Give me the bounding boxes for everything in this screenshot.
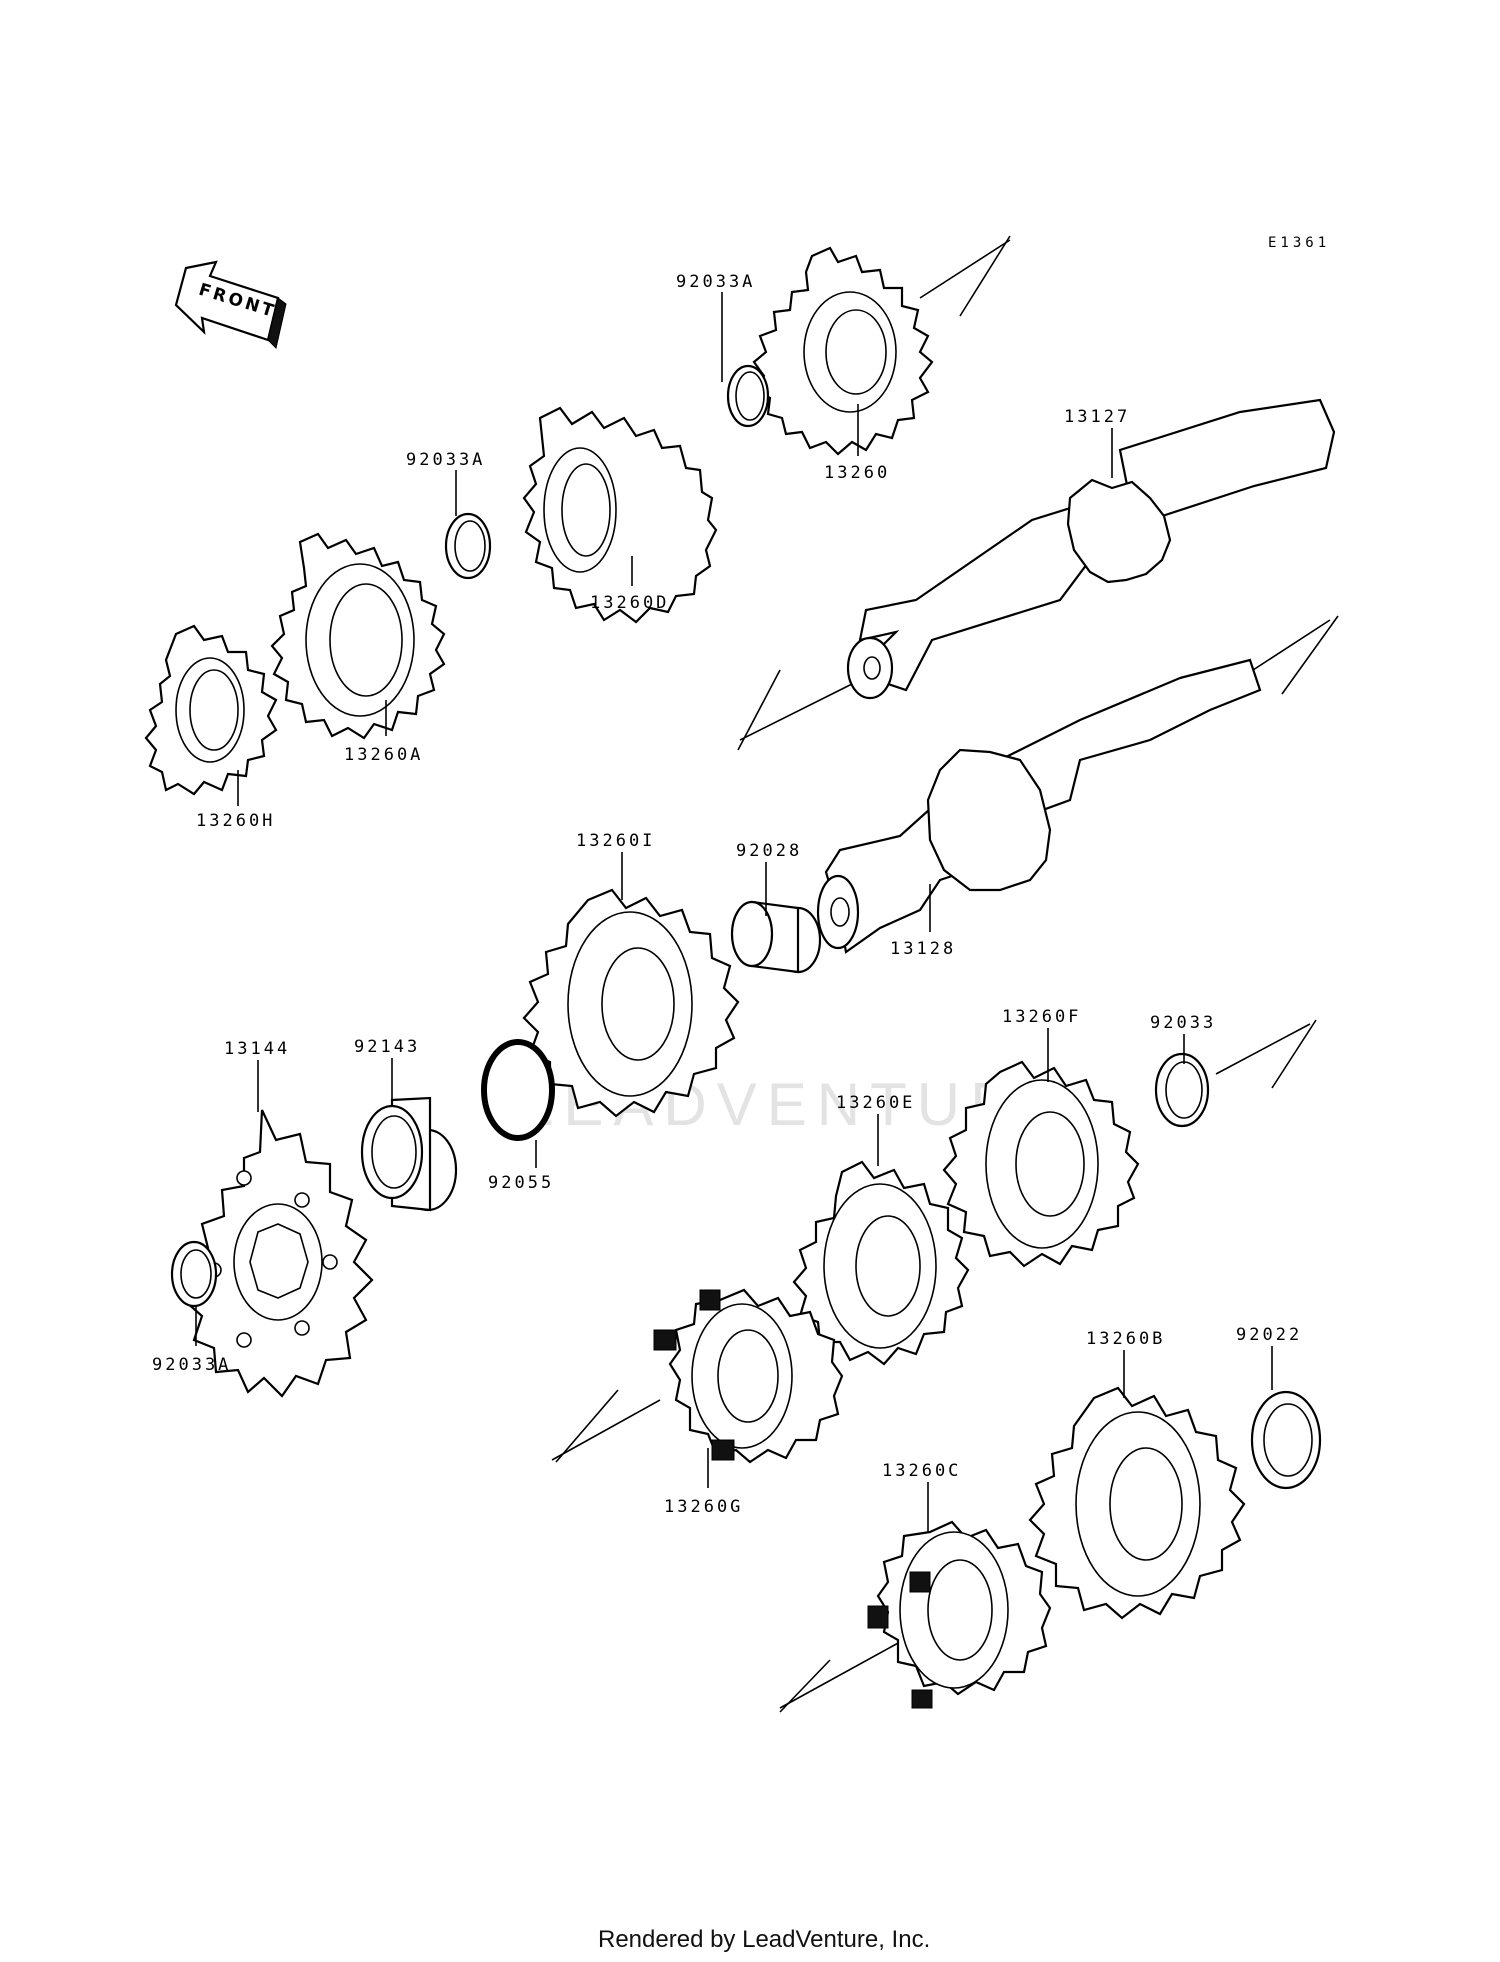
collar-92143[interactable]: [360, 1096, 458, 1212]
gear-13260e[interactable]: [792, 1160, 970, 1366]
washer-92022[interactable]: [1250, 1390, 1322, 1490]
gear-13260f[interactable]: [942, 1060, 1140, 1268]
shaft-13127[interactable]: [846, 398, 1336, 700]
part-label-92143: 92143: [354, 1037, 420, 1057]
part-label-13260a: 13260A: [344, 745, 423, 765]
part-label-92055: 92055: [488, 1173, 554, 1193]
diagram-reference-code: E1361: [1268, 235, 1330, 251]
part-label-13260i: 13260I: [576, 831, 655, 851]
gear-13260g[interactable]: [653, 1288, 844, 1464]
gear-13260d[interactable]: [522, 406, 718, 624]
part-label-92033a-middle: 92033A: [406, 450, 485, 470]
gear-13260a[interactable]: [270, 532, 446, 740]
shaft-13128[interactable]: [816, 658, 1262, 954]
sprocket-13144[interactable]: [184, 1109, 374, 1398]
part-label-92028: 92028: [736, 841, 802, 861]
gear-13260b[interactable]: [1028, 1386, 1246, 1620]
part-label-13260h: 13260H: [196, 811, 275, 831]
part-label-13260b: 13260B: [1086, 1329, 1165, 1349]
o-ring-92055[interactable]: [481, 1039, 555, 1141]
part-label-92022: 92022: [1236, 1325, 1302, 1345]
part-label-92033a-lower: 92033A: [152, 1355, 231, 1375]
part-label-13144: 13144: [224, 1039, 290, 1059]
snap-ring-92033a-lower[interactable]: [170, 1240, 218, 1308]
axis-lines: [551, 235, 1339, 1713]
snap-ring-92033[interactable]: [1154, 1052, 1210, 1128]
part-label-92033a-top: 92033A: [676, 272, 755, 292]
leader-lines: [195, 292, 1273, 1532]
bushing-92028[interactable]: [730, 900, 822, 974]
part-labels: 92033A 13260 13127 92033A 13260D 13260A …: [152, 272, 1302, 1517]
part-label-13260d: 13260D: [590, 593, 669, 613]
gear-13260i[interactable]: [522, 888, 740, 1118]
part-label-13127: 13127: [1064, 407, 1130, 427]
footer-credit: Rendered by LeadVenture, Inc.: [598, 1926, 930, 1953]
gear-13260c[interactable]: [867, 1520, 1052, 1709]
part-label-13260f: 13260F: [1002, 1007, 1081, 1027]
gear-13260[interactable]: [752, 246, 934, 456]
part-label-13260c: 13260C: [882, 1461, 961, 1481]
front-direction-arrow: FRONT: [174, 260, 287, 349]
part-label-92033: 92033: [1150, 1013, 1216, 1033]
part-label-13260: 13260: [824, 463, 890, 483]
snap-ring-92033a-top[interactable]: [726, 364, 770, 428]
part-label-13128: 13128: [890, 939, 956, 959]
part-label-13260e: 13260E: [836, 1093, 915, 1113]
snap-ring-92033a-middle[interactable]: [444, 512, 492, 580]
gear-13260h[interactable]: [144, 624, 278, 796]
part-label-13260g: 13260G: [664, 1497, 743, 1517]
